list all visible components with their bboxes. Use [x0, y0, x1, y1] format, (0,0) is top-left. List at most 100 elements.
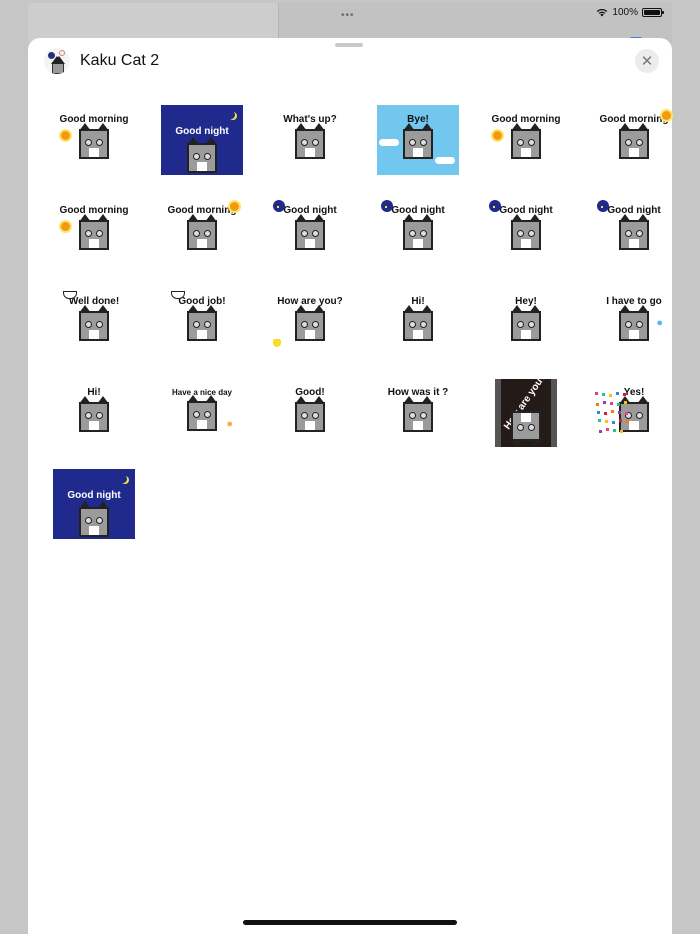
sticker-cell[interactable]: Bye! — [364, 94, 472, 185]
sticker-cell[interactable]: Good morning — [472, 94, 580, 185]
sticker-cell[interactable]: I have to go● — [580, 276, 688, 367]
sticker-caption: Hi! — [87, 386, 101, 398]
sticker[interactable]: What's up? — [269, 105, 351, 175]
confetti-piece — [605, 419, 608, 423]
cat-character — [511, 304, 541, 341]
night-sky-icon — [489, 199, 501, 212]
sheet-grabber[interactable] — [335, 43, 363, 47]
sticker[interactable]: Good night — [269, 196, 351, 266]
sticker-cell[interactable]: Good job! — [148, 276, 256, 367]
sticker[interactable]: How was it ? — [377, 378, 459, 448]
sticker-cell[interactable]: Good morning — [148, 185, 256, 276]
sticker[interactable]: How are you? — [495, 371, 557, 447]
sticker-pack-icon — [44, 48, 70, 74]
confetti-piece — [616, 391, 619, 395]
sticker[interactable]: Well done! — [53, 287, 135, 357]
confetti-piece — [626, 419, 629, 423]
cat-character — [403, 395, 433, 432]
sticker[interactable]: How are you? — [269, 287, 351, 357]
cat-character — [403, 304, 433, 341]
sticker-caption: Good night — [175, 125, 229, 137]
sticker[interactable]: Hey! — [485, 287, 567, 357]
sun-icon — [662, 110, 671, 120]
sticker[interactable]: Good morning — [485, 105, 567, 175]
sticker-cell[interactable]: Good night — [40, 458, 148, 549]
confetti-piece — [619, 418, 622, 422]
sheet-title: Kaku Cat 2 — [80, 52, 160, 69]
sticker-cell[interactable]: Good night — [472, 185, 580, 276]
cat-character — [619, 304, 649, 341]
sticker-cell[interactable]: Good morning — [40, 185, 148, 276]
sticker[interactable]: Good morning — [53, 196, 135, 266]
sticker-cell[interactable]: How was it ? — [364, 367, 472, 458]
sheet-header: Kaku Cat 2 — [44, 48, 159, 74]
sticker[interactable]: Hi! — [53, 378, 135, 448]
sticker-cell[interactable]: Yes! — [580, 367, 688, 458]
sticker-cell[interactable]: Have a nice day● — [148, 367, 256, 458]
cat-character — [511, 122, 541, 159]
confetti-piece — [609, 393, 612, 397]
sticker-caption: What's up? — [283, 113, 337, 125]
sticker[interactable]: Good morning — [161, 196, 243, 266]
sticker[interactable]: Good night — [377, 196, 459, 266]
sticker-caption: Good night — [499, 204, 553, 216]
sun-icon — [230, 201, 239, 211]
sticker-cell[interactable]: Hi! — [40, 367, 148, 458]
sticker[interactable]: Good night — [53, 468, 135, 539]
cat-character — [79, 500, 109, 537]
sticker[interactable]: Yes! — [593, 378, 675, 448]
sticker-caption: How was it ? — [387, 386, 449, 398]
cloud-icon — [435, 156, 455, 164]
status-bar-right: 100% — [596, 7, 664, 18]
sticker-cell[interactable]: Hey! — [472, 276, 580, 367]
cat-character — [187, 394, 217, 431]
confetti-piece — [602, 392, 605, 396]
coffee-cup-icon — [171, 290, 185, 299]
sticker-cell[interactable]: Good morning — [580, 94, 688, 185]
sticker[interactable]: Good job! — [161, 287, 243, 357]
sticker[interactable]: Hi! — [377, 287, 459, 357]
confetti-piece — [623, 392, 626, 396]
sticker[interactable]: Bye! — [377, 104, 459, 175]
sticker-cell[interactable]: Good night — [364, 185, 472, 276]
sticker[interactable]: I have to go● — [593, 287, 675, 357]
sticker-cell[interactable]: Good night — [148, 94, 256, 185]
sticker-caption: I have to go — [606, 295, 662, 307]
sun-icon — [61, 221, 70, 231]
sticker-caption: Bye! — [407, 113, 429, 125]
sticker-cell[interactable]: Hi! — [364, 276, 472, 367]
sticker-cell[interactable]: Good night — [580, 185, 688, 276]
sticker-caption: Good morning — [59, 113, 129, 125]
sticker[interactable]: Good night — [161, 104, 243, 175]
sticker-cell[interactable]: Good! — [256, 367, 364, 458]
cat-character — [187, 213, 217, 250]
cat-character — [79, 304, 109, 341]
home-indicator[interactable] — [243, 920, 457, 925]
sticker-caption: Good night — [67, 489, 121, 501]
sticker-cell[interactable]: What's up? — [256, 94, 364, 185]
paw-icon: ● — [226, 417, 233, 430]
cat-character — [187, 136, 217, 173]
sticker-cell[interactable]: Good night — [256, 185, 364, 276]
sticker-cell[interactable]: Good morning — [40, 94, 148, 185]
sticker-cell[interactable]: How are you? — [472, 367, 580, 458]
sticker-caption: Good night — [607, 204, 661, 216]
sticker[interactable]: Good night — [485, 196, 567, 266]
sticker-caption: Yes! — [623, 386, 645, 398]
confetti-piece — [596, 402, 599, 406]
sticker-cell[interactable]: How are you? — [256, 276, 364, 367]
sticker[interactable]: Good morning — [53, 105, 135, 175]
battery-icon — [642, 8, 664, 17]
cat-character — [79, 395, 109, 432]
multitasking-dots[interactable]: ••• — [341, 10, 355, 21]
sticker[interactable]: Have a nice day● — [161, 378, 243, 448]
sticker[interactable]: Good night — [593, 196, 675, 266]
confetti-piece — [624, 400, 627, 404]
sticker-cell[interactable]: Well done! — [40, 276, 148, 367]
sticker[interactable]: Good morning — [593, 105, 675, 175]
close-button[interactable]: ✕ — [635, 49, 659, 73]
sticker[interactable]: Good! — [269, 378, 351, 448]
cat-character — [79, 122, 109, 159]
